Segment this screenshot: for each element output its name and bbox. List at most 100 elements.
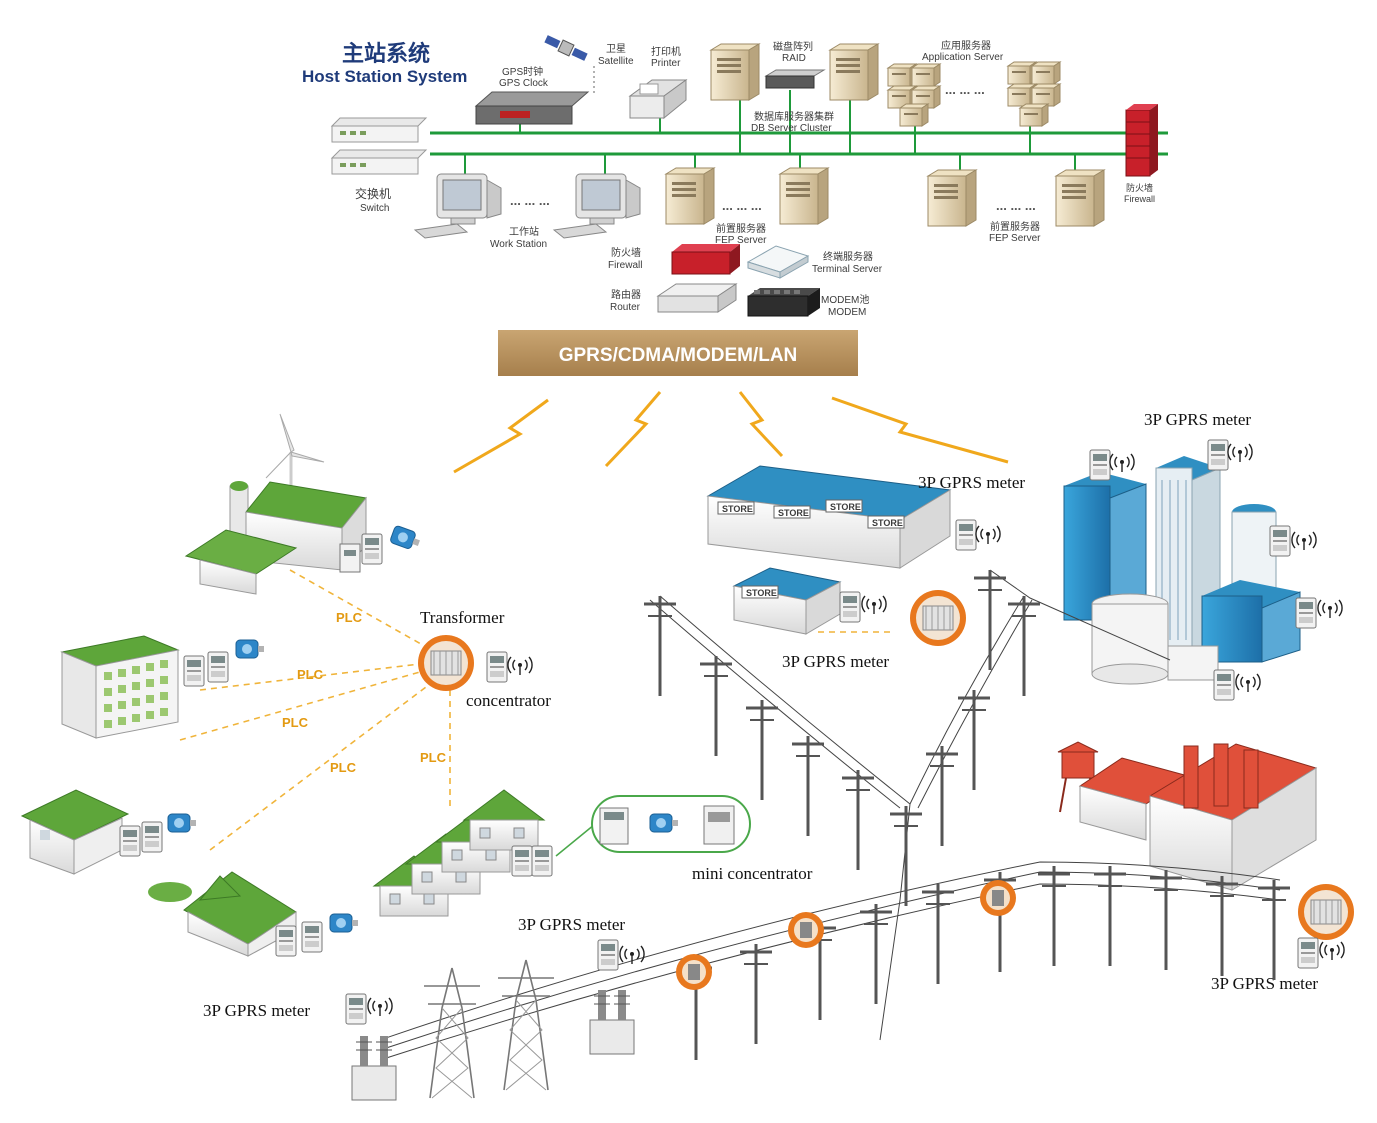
- store-sign: STORE: [778, 508, 809, 518]
- transformer-icon: [417, 634, 475, 692]
- workstation-icon: [553, 173, 641, 239]
- fep-label-en: FEP Server: [715, 235, 767, 246]
- utility-pole: [1148, 868, 1184, 972]
- plc-label: PLC: [420, 750, 447, 765]
- db-label-cn: 数据库服务器集群: [754, 110, 834, 123]
- router-icon: [656, 283, 738, 313]
- app-label-cn: 应用服务器: [941, 39, 991, 52]
- transformer-icon: [1297, 883, 1355, 941]
- meter-label: 3P GPRS meter: [203, 1001, 310, 1020]
- db-server-icon: [829, 43, 879, 101]
- fep-label-cn: 前置服务器: [716, 222, 766, 235]
- meter-icon: [1089, 449, 1111, 481]
- plc-network: PLC PLC PLC PLC PLC Transformer concentr…: [20, 413, 890, 957]
- fep-server-right-icon: [1055, 169, 1105, 227]
- transformer-icon: [909, 589, 967, 647]
- modem-label-cn: MODEM池: [821, 293, 869, 306]
- house-building: [20, 789, 130, 875]
- raid-label-cn: 磁盘阵列: [773, 40, 813, 53]
- store-building: STORE STORE STORE STORE: [706, 465, 952, 569]
- meter-icon: [119, 825, 141, 857]
- switch-label-cn: 交换机: [355, 186, 391, 201]
- fep-ellipsis: ... ... ...: [722, 198, 762, 213]
- store-sign: STORE: [872, 518, 903, 528]
- modem-pool-icon: [747, 288, 820, 317]
- water-meter-icon: [329, 913, 359, 933]
- satellite-icon: [544, 35, 588, 61]
- office-towers: [1063, 456, 1301, 685]
- wireless-icon: [1227, 443, 1253, 463]
- gps-clock-icon: [474, 91, 590, 125]
- workstation-icon: [414, 173, 502, 239]
- firewall-right-label-cn: 防火墙: [1126, 182, 1153, 193]
- plc-label: PLC: [297, 667, 324, 682]
- raid-label-en: RAID: [782, 53, 806, 64]
- wireless-icon: [367, 997, 393, 1017]
- mini-concentrator-label: mini concentrator: [692, 864, 813, 883]
- utility-pole: [642, 594, 678, 698]
- gps-label-cn: GPS时钟: [502, 65, 543, 78]
- wireless-icon: [507, 656, 533, 676]
- utility-pole: [1036, 864, 1072, 968]
- firewall-icon: [671, 244, 740, 275]
- meter-icon: [1297, 937, 1319, 969]
- meter-icon: [141, 821, 163, 853]
- power-grid: [351, 568, 1292, 1101]
- utility-pole: [1204, 874, 1240, 978]
- meter-label: 3P GPRS meter: [918, 473, 1025, 492]
- meter-icon: [345, 993, 367, 1025]
- workstation-label-cn: 工作站: [509, 225, 539, 238]
- wireless-icon: [1317, 599, 1343, 619]
- utility-pole: [840, 768, 876, 872]
- satellite-label-en: Satellite: [598, 56, 634, 67]
- pole-transformer-icon: [980, 880, 1016, 916]
- fep-right-ellipsis: ... ... ...: [996, 198, 1036, 213]
- ws-ellipsis: ... ... ...: [510, 193, 550, 208]
- network-bar-label: GPRS/CDMA/MODEM/LAN: [559, 345, 798, 366]
- meter-icon: [207, 651, 229, 683]
- meter-icon: [1295, 597, 1317, 629]
- app-label-en: Application Server: [922, 52, 1004, 63]
- printer-icon: [628, 79, 688, 120]
- meter-icon: [1269, 525, 1291, 557]
- wireless-icon: [975, 525, 1001, 545]
- db-server-icon: [710, 43, 760, 101]
- utility-pole: [738, 942, 774, 1046]
- farm-building: [184, 413, 367, 595]
- substation-insulator: [589, 989, 635, 1055]
- house-with-car: [148, 871, 297, 957]
- terminal-label-en: Terminal Server: [812, 264, 883, 275]
- satellite-label-cn: 卫星: [606, 43, 626, 55]
- firewall-right-icon: [1125, 104, 1158, 177]
- water-meter-icon: [167, 813, 197, 833]
- firewall-label-cn: 防火墙: [611, 246, 641, 259]
- water-meter-icon: [235, 639, 265, 659]
- wireless-icon: [1319, 941, 1345, 961]
- lightning-icon: [831, 396, 1009, 464]
- switch-icon: [330, 117, 428, 175]
- store-building-small: STORE: [732, 567, 842, 635]
- store-sign: STORE: [722, 504, 753, 514]
- wireless-icon: [1109, 453, 1135, 473]
- factory-building: [1057, 741, 1318, 891]
- meter-icon: [275, 925, 297, 957]
- meter-icon: [703, 805, 735, 845]
- water-meter-icon: [389, 524, 423, 553]
- host-title-en: Host Station System: [302, 67, 467, 86]
- fep-server-right-icon: [927, 169, 977, 227]
- printer-label-cn: 打印机: [651, 45, 681, 58]
- substation-insulator: [351, 1035, 397, 1101]
- utility-pole: [1092, 864, 1128, 968]
- apartment-building: [60, 635, 180, 739]
- meter-label: 3P GPRS meter: [1211, 974, 1318, 993]
- host-title-cn: 主站系统: [342, 41, 430, 67]
- gps-label-en: GPS Clock: [499, 78, 549, 89]
- meter-icon: [597, 939, 619, 971]
- lightning-icon: [604, 391, 662, 468]
- wireless-links: [453, 391, 1009, 474]
- pole-transformer-icon: [788, 912, 824, 948]
- firewall-label-en: Firewall: [608, 260, 642, 271]
- lightning-icon: [738, 391, 784, 458]
- db-label-en: DB Server Cluster: [751, 123, 832, 134]
